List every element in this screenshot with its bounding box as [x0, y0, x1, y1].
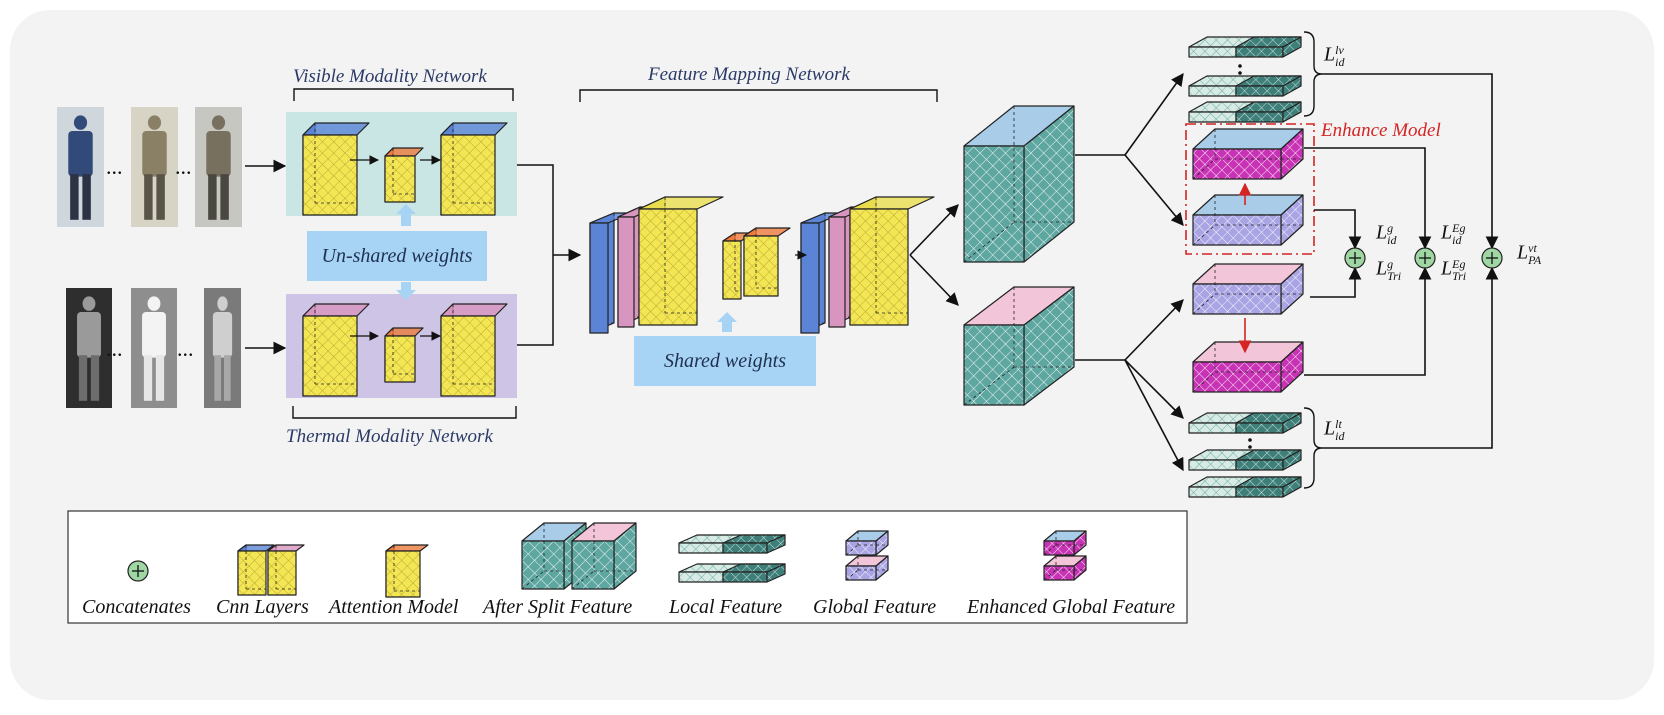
- legend-split-feature-label: After Split Feature: [483, 596, 633, 618]
- arrow-to-local-thermal-2: [1124, 359, 1184, 472]
- ellipsis-thermal-1: ...: [106, 336, 123, 361]
- arrow-to-global-visible: [1124, 154, 1184, 226]
- ellipsis-visible-2: ...: [175, 154, 192, 179]
- thermal-image-2: [131, 288, 177, 408]
- thermal-image-1: [66, 288, 112, 408]
- thermal-local-strip-1: [1188, 412, 1302, 434]
- visible-global-feature: [1192, 194, 1304, 246]
- arrow-to-global-thermal: [1124, 299, 1184, 361]
- thermal-local-strip-2: [1188, 449, 1302, 471]
- thermal-network-label: Thermal Modality Network: [286, 426, 493, 447]
- visible-local-dot-1: [1238, 64, 1242, 68]
- thermal-split-cube: [963, 286, 1075, 406]
- visible-image-1: [57, 107, 104, 227]
- mapping-cnn-layer-2: [849, 196, 935, 326]
- legend-cnn-icon-1: [237, 544, 275, 596]
- mapping-attention-layer-2: [743, 227, 791, 297]
- concat-pa: [1481, 247, 1503, 269]
- thermal-local-dot-1: [1248, 438, 1252, 442]
- unshared-weights-box: Un-shared weights: [307, 231, 487, 281]
- legend-attention-icon: [385, 544, 429, 598]
- arrow-to-local-thermal-1: [1124, 359, 1184, 419]
- enhanced-thermal-to-concat: [1304, 266, 1432, 376]
- global-visible-to-concat: [1314, 209, 1362, 250]
- legend-enhanced-icon-2: [1043, 555, 1087, 581]
- visible-cnn-layer-1: [302, 122, 370, 216]
- visible-local-dot-2: [1238, 71, 1242, 75]
- visible-attention-layer: [384, 147, 424, 203]
- shared-weights-box: Shared weights: [634, 336, 816, 386]
- enhance-model-box: [1185, 123, 1315, 255]
- legend-global-icon-1: [845, 530, 889, 556]
- thermal-cnn-layer-1: [302, 303, 370, 397]
- legend-local-feature-label: Local Feature: [669, 596, 783, 618]
- legend-split-cube-pink: [571, 522, 637, 590]
- legend-local-strip-1: [678, 534, 786, 554]
- visible-network-bracket: [293, 88, 514, 101]
- concat-global: [1344, 247, 1366, 269]
- enhanced-visible-to-concat: [1304, 147, 1432, 250]
- shared-up-arrow: [717, 312, 737, 332]
- thermal-image-3: [204, 288, 241, 408]
- visible-local-strip-3: [1188, 101, 1302, 123]
- concat-enhanced: [1414, 247, 1436, 269]
- local-visible-to-concat: [1322, 73, 1499, 250]
- arrow-split-top: [909, 204, 959, 256]
- thermal-network-bracket: [292, 406, 517, 419]
- enhance-model-label: Enhance Model: [1321, 120, 1441, 141]
- ellipsis-visible-1: ...: [106, 154, 123, 179]
- arrow-split-bottom: [909, 254, 959, 306]
- unshared-down-arrow: [396, 282, 416, 300]
- visible-cnn-layer-2: [440, 122, 508, 216]
- legend-concatenates-label: Concatenates: [82, 596, 191, 618]
- thermal-local-dot-2: [1248, 445, 1252, 449]
- thermal-local-strip-3: [1188, 476, 1302, 498]
- visible-split-cube: [963, 105, 1075, 263]
- unshared-up-arrow: [396, 204, 416, 226]
- visible-image-2: [131, 107, 178, 227]
- legend-global-feature-label: Global Feature: [813, 596, 937, 618]
- global-thermal-to-concat: [1310, 266, 1362, 298]
- visible-enhanced-global-feature: [1192, 128, 1304, 180]
- legend-global-icon-2: [845, 555, 889, 581]
- legend-attention-model-label: Attention Model: [329, 596, 459, 618]
- feature-mapping-bracket: [579, 89, 938, 102]
- legend-cnn-icon-2: [267, 544, 305, 596]
- thermal-global-feature: [1192, 263, 1304, 315]
- feature-mapping-label: Feature Mapping Network: [648, 64, 850, 85]
- legend-cnn-layers-label: Cnn Layers: [216, 596, 309, 618]
- legend-enhanced-icon-1: [1043, 530, 1087, 556]
- ellipsis-thermal-2: ...: [177, 336, 194, 361]
- thermal-attention-layer: [384, 327, 424, 383]
- thermal-enhanced-global-feature: [1192, 341, 1304, 393]
- thermal-cnn-layer-2: [440, 303, 508, 397]
- arrow-to-local-visible: [1124, 72, 1184, 156]
- visible-image-3: [195, 107, 242, 227]
- local-thermal-to-concat: [1322, 266, 1499, 449]
- mapping-cnn-layer-1: [638, 196, 724, 326]
- visible-local-strip-1: [1188, 36, 1302, 58]
- legend-concatenate-icon: [127, 560, 149, 582]
- visible-local-strip-2: [1188, 75, 1302, 97]
- legend-local-strip-2: [678, 563, 786, 583]
- legend-enhanced-global-label: Enhanced Global Feature: [967, 596, 1176, 618]
- mapping-attention-layer-1: [722, 232, 754, 300]
- visible-network-label: Visible Modality Network: [293, 66, 487, 87]
